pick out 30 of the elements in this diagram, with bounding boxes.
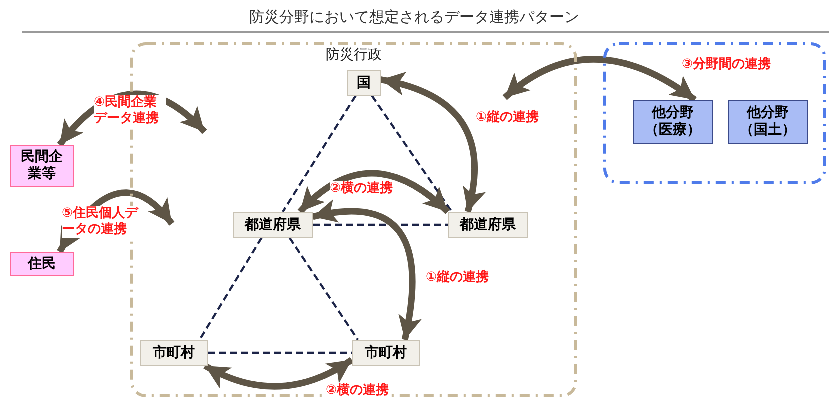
field-box: 他分野（医療）: [633, 100, 713, 144]
party-box: 住民: [10, 252, 74, 276]
office-box: 市町村: [140, 340, 208, 366]
link-line: [313, 224, 448, 226]
office-box: 市町村: [352, 340, 420, 366]
link-line: [371, 95, 453, 213]
edge-label: ①縦の連携: [426, 270, 490, 286]
group-heading: 防災行政: [326, 47, 382, 64]
edge-label: ②横の連携: [326, 383, 390, 399]
curved-arrow: [57, 91, 208, 148]
link-line: [288, 237, 360, 341]
curved-arrow: [298, 170, 450, 214]
edge-label: ⑤住民個人データの連携: [62, 206, 142, 238]
office-box: 都道府県: [233, 212, 313, 238]
link-line: [198, 237, 263, 341]
office-box: 国: [347, 70, 381, 96]
curved-arrow: [380, 73, 486, 213]
curved-arrow: [312, 200, 422, 341]
edge-label: ③分野間の連携: [682, 57, 772, 73]
link-line: [282, 95, 357, 213]
edge-label: ④民間企業データ連携: [94, 95, 166, 127]
curved-arrow: [204, 357, 354, 390]
party-box: 民間企業等: [10, 145, 74, 187]
curved-arrow: [502, 56, 697, 103]
edge-label: ①縦の連携: [476, 110, 540, 126]
title: 防災分野において想定されるデータ連携パターン: [248, 8, 580, 27]
link-line: [208, 352, 352, 354]
office-box: 都道府県: [448, 212, 528, 238]
field-box: 他分野（国土）: [728, 100, 808, 144]
edge-label: ②横の連携: [330, 181, 394, 197]
